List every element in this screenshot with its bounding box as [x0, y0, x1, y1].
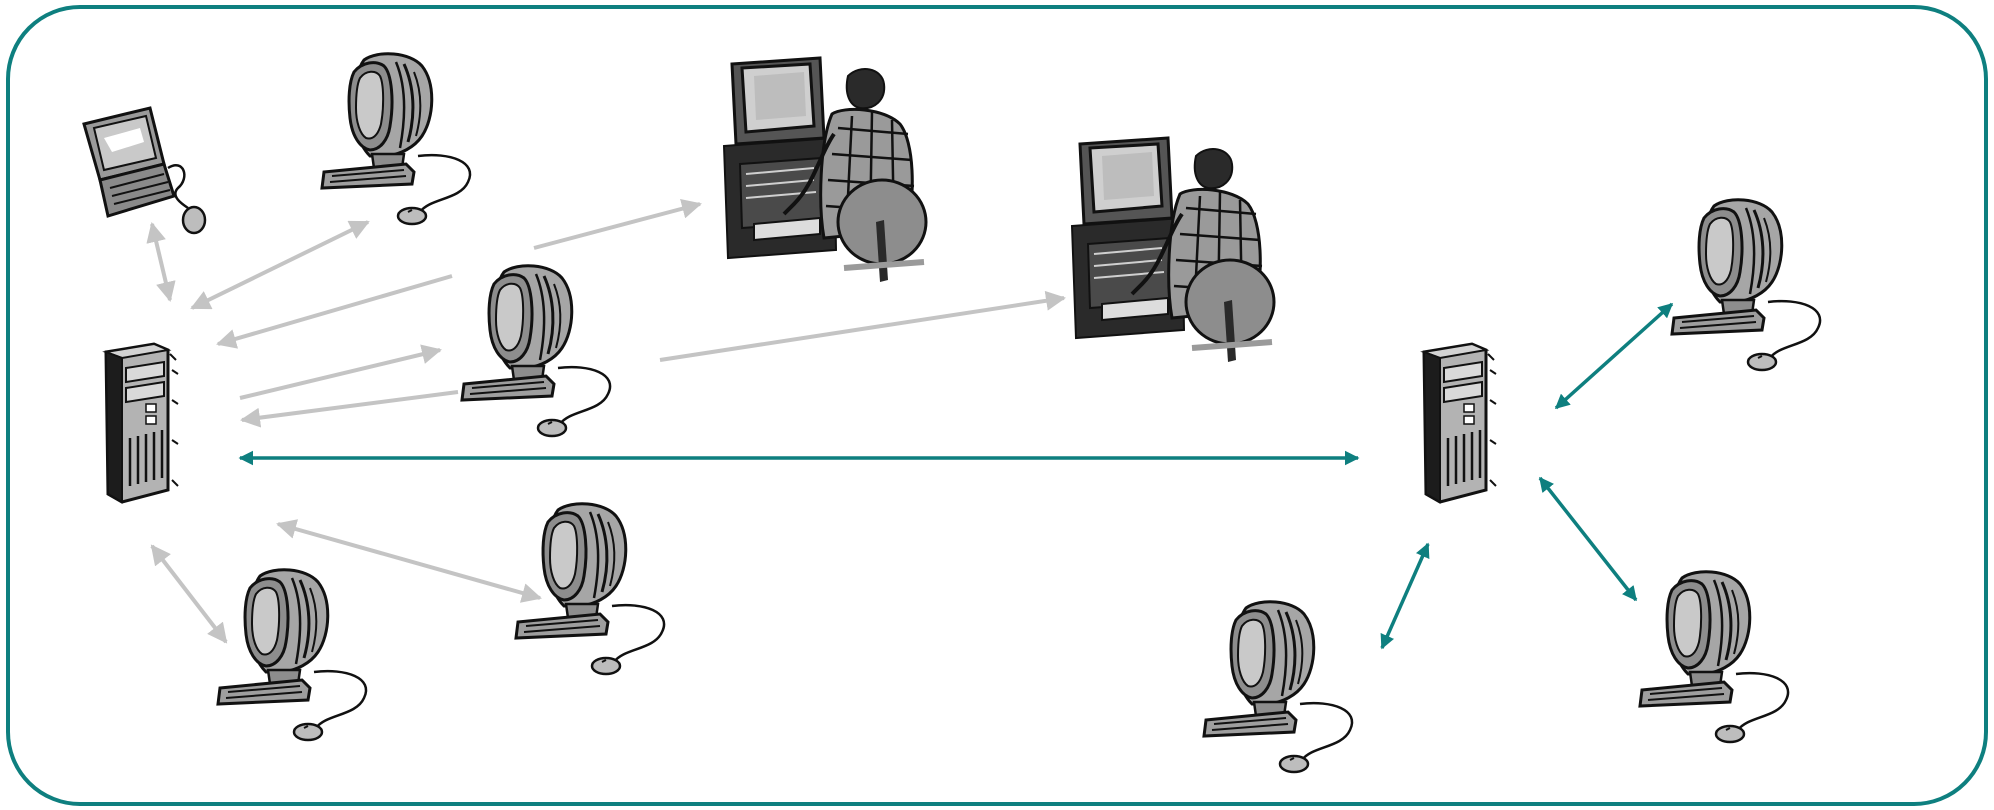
link-pc-left-mid-to-server-a	[216, 274, 453, 349]
laptop-icon	[82, 106, 207, 235]
desktop-computer-icon	[514, 502, 666, 676]
link-server-pc-left-top	[190, 220, 370, 310]
link-server-right-pc-bottom-b	[1538, 476, 1638, 602]
link-server-pc-left-bottom-b	[276, 519, 542, 603]
link-server-right-pc-bottom-a	[1380, 542, 1430, 650]
link-pc-to-workstation-2	[659, 290, 1066, 362]
network-frame	[6, 5, 1988, 806]
desktop-computer-icon	[1638, 570, 1790, 744]
person-at-workstation-icon	[1072, 138, 1274, 362]
link-server-laptop	[146, 222, 176, 302]
server-tower-icon	[1422, 342, 1498, 504]
desktop-computer-icon	[1202, 600, 1354, 774]
backbone-links	[238, 302, 1674, 650]
link-pc-left-mid-to-server-b	[240, 390, 459, 428]
desktop-computer-icon	[1670, 198, 1822, 372]
local-links	[146, 198, 1066, 644]
link-server-pc-left-bottom-a	[150, 544, 228, 644]
person-at-workstation-icon	[724, 58, 926, 282]
link-server-to-pc-left-mid	[239, 344, 442, 400]
desktop-computer-icon	[460, 264, 612, 438]
link-pc-to-workstation-1	[533, 198, 702, 250]
server-tower-icon	[104, 342, 180, 504]
desktop-computer-icon	[216, 568, 368, 742]
desktop-computer-icon	[320, 52, 472, 226]
link-server-right-pc-top	[1554, 302, 1674, 410]
